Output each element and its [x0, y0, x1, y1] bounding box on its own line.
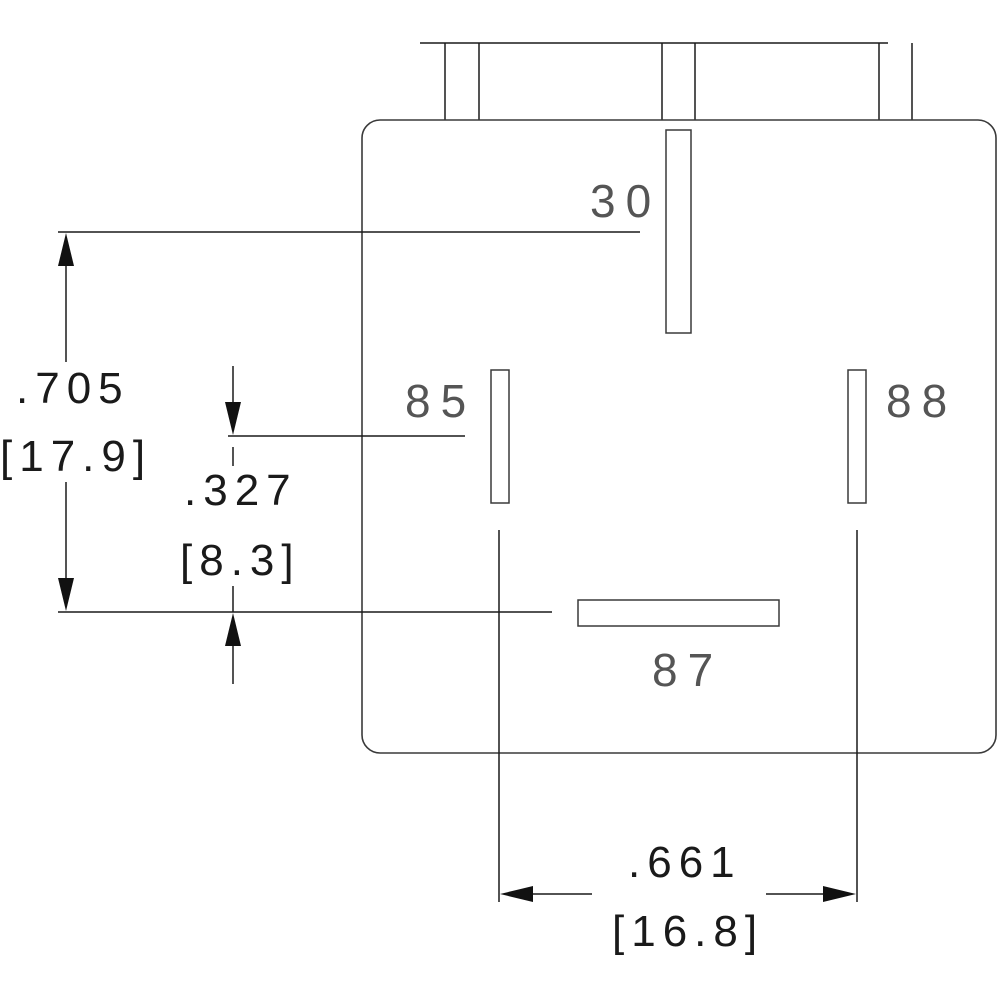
arrow-down-icon: [225, 402, 241, 435]
dimension-height-total-inch: .705: [16, 364, 130, 413]
pin-label-88: 88: [886, 375, 957, 427]
arrow-right-icon: [823, 886, 856, 902]
dimension-height-85: .327 [8.3]: [180, 366, 301, 684]
pin-30: [665, 129, 692, 334]
pin-85: [490, 369, 510, 504]
dimension-width: .661 [16.8]: [500, 838, 856, 956]
arrow-down-icon: [58, 578, 74, 611]
mounting-bracket: [420, 42, 913, 120]
pin-label-87: 87: [652, 644, 723, 696]
dimension-height-total: .705 [17.9]: [0, 233, 152, 611]
pin-label-85: 85: [405, 375, 476, 427]
dimension-height-85-mm: [8.3]: [180, 536, 301, 585]
dimension-height-85-inch: .327: [184, 466, 298, 515]
dimension-height-total-mm: [17.9]: [0, 432, 152, 481]
dimension-width-mm: [16.8]: [612, 907, 764, 956]
pin-87: [577, 599, 780, 627]
pin-label-30: 30: [590, 175, 661, 227]
dimension-width-inch: .661: [628, 838, 742, 887]
arrow-up-icon: [225, 613, 241, 646]
arrow-up-icon: [58, 233, 74, 266]
pin-88: [847, 369, 867, 504]
arrow-left-icon: [500, 886, 533, 902]
